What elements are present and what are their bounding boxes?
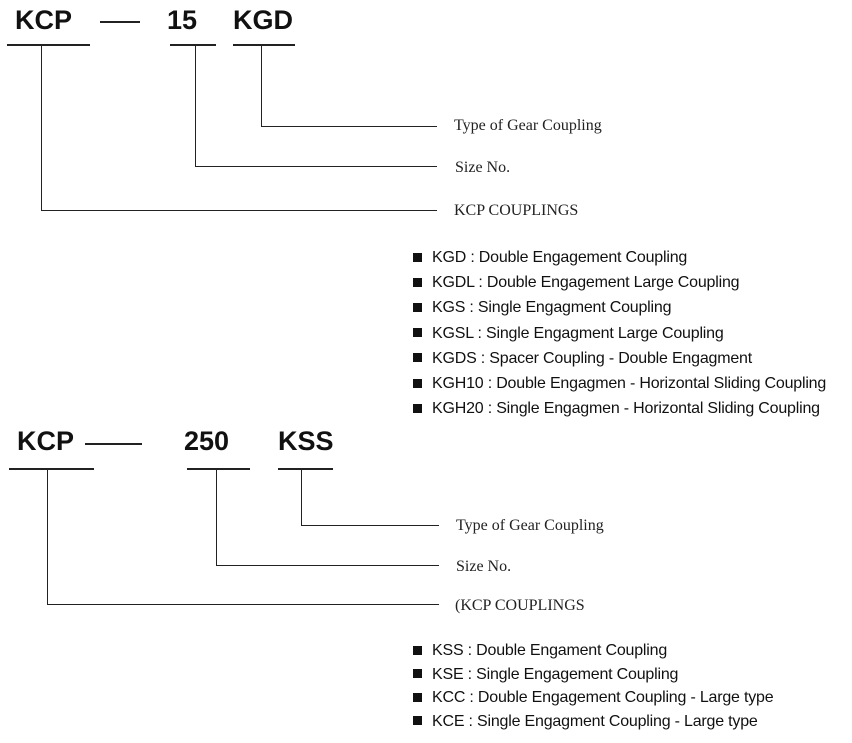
prefix-underline-1: [7, 44, 90, 46]
legend-item: KGH20 : Single Engagmen - Horizontal Sli…: [410, 396, 826, 421]
series-label-1: KCP COUPLINGS: [454, 202, 579, 219]
type-label-2: Type of Gear Coupling: [456, 517, 604, 534]
size-label-1: Size No.: [455, 159, 511, 176]
legend-item: KGD : Double Engagement Coupling: [410, 245, 826, 270]
model-prefix-2: KCP: [17, 426, 75, 456]
series-label-2: (KCP COUPLINGS: [455, 597, 585, 614]
legend-item: KCE : Single Engagment Coupling - Large …: [410, 710, 773, 734]
square-bullet-icon: [413, 277, 422, 287]
size-label-2: Size No.: [456, 558, 512, 575]
square-bullet-icon: [413, 302, 422, 312]
type-legend-1: KGD : Double Engagement Coupling KGDL : …: [410, 245, 826, 421]
separator-dash-1: [100, 21, 140, 23]
square-bullet-icon: [413, 252, 422, 262]
separator-dash-2: [85, 443, 142, 445]
prefix-leader-horizontal-1: [41, 210, 437, 211]
size-leader-vertical-2: [216, 470, 217, 565]
type-underline-1: [233, 44, 295, 46]
model-size-2: 250: [184, 426, 230, 456]
model-size-1: 15: [167, 5, 198, 35]
square-bullet-icon: [413, 353, 422, 363]
size-leader-horizontal-2: [216, 565, 439, 566]
type-label-1: Type of Gear Coupling: [454, 117, 602, 134]
size-leader-vertical-1: [195, 46, 196, 166]
type-leader-horizontal-1: [261, 126, 437, 127]
model-prefix-1: KCP: [15, 5, 73, 35]
legend-item: KGS : Single Engagment Coupling: [410, 295, 826, 320]
square-bullet-icon: [413, 403, 422, 413]
legend-item: KSE : Single Engagement Coupling: [410, 663, 773, 687]
square-bullet-icon: [413, 692, 422, 702]
model-type-2: KSS: [278, 426, 334, 456]
square-bullet-icon: [413, 645, 422, 655]
prefix-leader-vertical-2: [47, 470, 48, 604]
model-type-1: KGD: [233, 5, 293, 35]
type-underline-2: [278, 468, 333, 470]
size-underline-2: [187, 468, 250, 470]
legend-item: KCC : Double Engagement Coupling - Large…: [410, 686, 774, 710]
legend-item: KSS : Double Engament Coupling: [410, 639, 773, 663]
size-underline-1: [170, 44, 216, 46]
type-leader-vertical-2: [301, 470, 302, 525]
legend-item: KGH10 : Double Engagmen - Horizontal Sli…: [410, 371, 826, 396]
square-bullet-icon: [413, 716, 422, 726]
square-bullet-icon: [413, 669, 422, 679]
prefix-leader-vertical-1: [41, 46, 42, 210]
prefix-underline-2: [9, 468, 94, 470]
type-legend-2: KSS : Double Engament Coupling KSE : Sin…: [410, 639, 774, 734]
type-leader-horizontal-2: [301, 525, 439, 526]
legend-item: KGSL : Single Engagment Large Coupling: [410, 321, 826, 346]
size-leader-horizontal-1: [195, 166, 437, 167]
legend-item: KGDS : Spacer Coupling - Double Engagmen…: [410, 346, 826, 371]
type-leader-vertical-1: [261, 46, 262, 126]
prefix-leader-horizontal-2: [47, 604, 439, 605]
legend-item: KGDL : Double Engagement Large Coupling: [410, 270, 826, 295]
square-bullet-icon: [413, 328, 422, 338]
square-bullet-icon: [413, 378, 422, 388]
